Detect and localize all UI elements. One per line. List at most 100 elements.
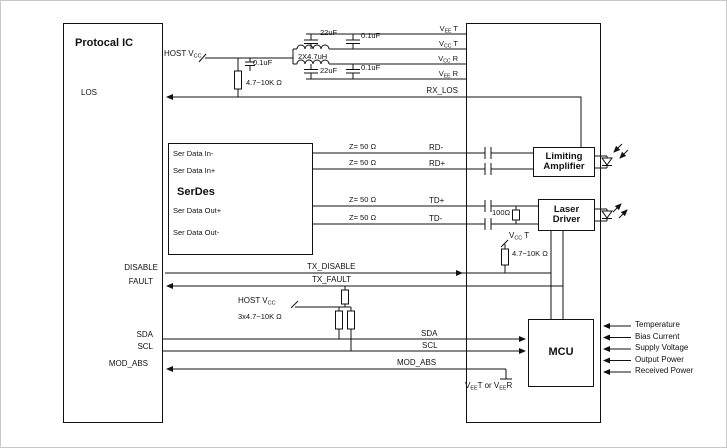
mcu-output-label-received-power: Received Power [635, 366, 694, 375]
rail-vee-t-sub: EE [444, 28, 452, 35]
pin-label-los: LOS [81, 88, 98, 97]
rail-vcc-t-sub: CC [444, 43, 452, 50]
serdes-pin-in-plus: Ser Data In+ [173, 166, 216, 175]
decoupling-capacitor-symbols [245, 34, 360, 79]
vee-bottom-sub2: EE [499, 385, 507, 392]
limiting-amplifier-label-line1: Limiting [545, 151, 583, 163]
signal-label-sda: SDA [421, 329, 438, 338]
rail-vcc-t-suffix: T [453, 39, 458, 48]
rail-vee-r-base: V [438, 69, 444, 78]
vee-bottom-sub1: EE [470, 385, 478, 392]
host-vcc-pullup-sub: CC [267, 300, 276, 307]
resistor-label-los-pullup: 4.7~10K Ω [246, 78, 282, 87]
pin-label-sda: SDA [136, 330, 153, 339]
host-vcc-feed-wire [198, 49, 294, 64]
resistor-label-3x: 3x4.7~10K Ω [238, 312, 282, 321]
laser-driver-label-line1: Laser [553, 204, 580, 216]
mod-abs-wire [166, 366, 512, 380]
signal-label-tx-fault: TX_FAULT [312, 275, 351, 284]
vee-bottom-suffix: R [506, 381, 513, 390]
vcc-t-mid-base: V [509, 231, 515, 240]
rail-vcc-r-sub: CC [443, 58, 451, 65]
inductor-label: 2X4.7uH [298, 52, 328, 61]
pin-label-fault: FAULT [128, 277, 153, 286]
inductor-symbol-vccr [293, 59, 466, 65]
rd-minus-wire [313, 147, 533, 159]
protocol-ic-title: Protocal IC [75, 37, 134, 49]
resistor-label-txdisable-pullup: 4.7~10K Ω [512, 249, 548, 258]
cap-label-01a: 0.1uF [253, 58, 273, 67]
serdes-pin-out-plus: Ser Data Out+ [173, 206, 222, 215]
cap-label-22b: 22uF [320, 66, 338, 75]
serdes-pin-out-minus: Ser Data Out- [173, 228, 220, 237]
serdes-box [168, 143, 313, 255]
cap-label-01c: 0.1uF [361, 63, 381, 72]
mcu-output-label-temperature: Temperature [635, 320, 680, 329]
pair-label-td-minus: TD- [429, 214, 443, 223]
rail-vee-r-sub: EE [443, 73, 451, 80]
resistor-label-100: 100Ω [492, 208, 511, 217]
vcc-t-mid-suffix: T [524, 231, 530, 240]
rail-vcc-r-base: V [438, 54, 444, 63]
rail-label-rx-los: RX_LOS [426, 86, 458, 95]
cap-label-22a: 22uF [320, 28, 338, 37]
pair-label-rd-minus: RD- [429, 143, 444, 152]
mcu-block: MCU [528, 319, 594, 387]
td-minus-wire [313, 218, 538, 230]
host-vcc-base: HOST V [164, 49, 194, 58]
mcu-output-label-supply-voltage: Supply Voltage [635, 343, 689, 352]
protocol-ic-box [63, 23, 163, 423]
rail-vee-t-suffix: T [453, 24, 458, 33]
photodiode-icon [595, 143, 629, 169]
pair-label-td-plus: TD+ [429, 196, 445, 205]
serdes-title: SerDes [177, 186, 215, 198]
vcc-t-mid-sub: CC [514, 235, 523, 242]
host-vcc-pullup-base: HOST V [238, 296, 268, 305]
pin-label-scl: SCL [137, 342, 153, 351]
z50-label-rd-minus: Z= 50 Ω [349, 142, 377, 151]
mcu-output-label-bias-current: Bias Current [635, 332, 680, 341]
rail-vcc-r-suffix: R [452, 54, 458, 63]
z50-label-td-minus: Z= 50 Ω [349, 213, 377, 222]
mcu-label: MCU [548, 346, 574, 359]
termination-resistor-symbol [512, 206, 520, 224]
rail-vcc-t-base: V [439, 39, 445, 48]
limiting-amplifier-label-line2: Amplifier [543, 161, 585, 172]
cap-label-01b: 0.1uF [361, 31, 381, 40]
signal-label-mod-abs: MOD_ABS [397, 358, 437, 367]
signal-label-scl: SCL [422, 341, 438, 350]
host-vcc-pullup-label: HOST VCC [238, 296, 276, 308]
rd-plus-wire [313, 163, 533, 175]
mcu-output-label-output-power: Output Power [635, 355, 684, 364]
inductor-symbol-vcct [293, 44, 466, 50]
vcct-pullup-resistor-symbol [500, 239, 509, 273]
limiting-amplifier-block: Limiting Amplifier [533, 147, 595, 177]
transceiver-module-box [466, 23, 601, 423]
vee-bottom-base1: V [465, 381, 471, 390]
laser-diode-icon [595, 203, 628, 222]
pin-label-mod-abs: MOD_ABS [108, 359, 148, 368]
laser-driver-block: Laser Driver [538, 199, 595, 231]
serdes-pin-in-minus: Ser Data In- [173, 149, 214, 158]
pair-label-rd-plus: RD+ [429, 159, 446, 168]
vee-bottom-mid: T or V [477, 381, 500, 390]
mcu-output-arrows [603, 323, 631, 375]
z50-label-rd-plus: Z= 50 Ω [349, 158, 377, 167]
td-plus-wire [313, 200, 538, 212]
host-vcc-sub: CC [193, 53, 202, 60]
host-vcc-label: HOST VCC [164, 49, 202, 61]
vee-t-or-vee-r-label: VEET or VEER [465, 381, 513, 393]
pullup-resistors-3x-symbol [290, 286, 355, 351]
z50-label-td-plus: Z= 50 Ω [349, 195, 377, 204]
laser-driver-label-line2: Driver [552, 214, 581, 225]
pin-label-disable: DISABLE [124, 263, 158, 272]
signal-label-tx-disable: TX_DISABLE [307, 262, 356, 271]
los-pullup-resistor-symbol [234, 58, 242, 97]
